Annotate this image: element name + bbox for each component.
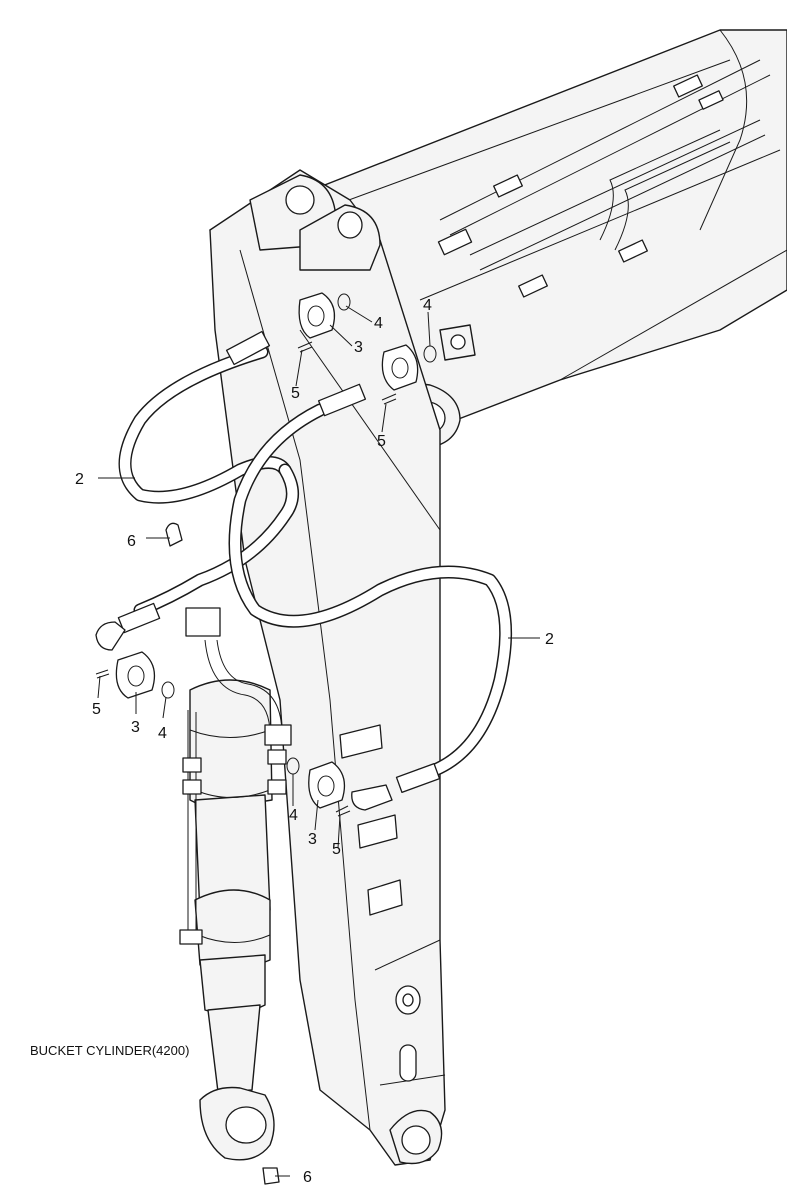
callouts: 2 2 3 3 3 4 4 4 4 5 5 5 5 6 6	[75, 297, 554, 1186]
callout-5-left: 5	[92, 701, 101, 718]
callout-4-mid: 4	[289, 807, 298, 824]
leader-lines	[97, 305, 540, 1177]
flange-top-b	[381, 344, 419, 391]
callout-5-top-a: 5	[291, 385, 300, 402]
bucket-cylinder	[179, 607, 292, 1185]
callout-5-top-b: 5	[377, 433, 386, 450]
callout-3-bottom: 3	[308, 831, 317, 848]
o-ring-top-a	[337, 293, 351, 311]
callout-3-top: 3	[354, 339, 363, 356]
callout-2-right: 2	[545, 631, 554, 648]
diagram-caption: BUCKET CYLINDER(4200)	[30, 1043, 189, 1058]
callout-4-top-b: 4	[423, 297, 432, 314]
callout-4-top-a: 4	[374, 315, 383, 332]
hose-right	[228, 383, 513, 811]
hose-left	[95, 330, 299, 651]
flange-top-a	[298, 292, 336, 339]
o-ring-left	[161, 681, 175, 699]
flange-left	[115, 651, 156, 699]
callout-6-top: 6	[127, 533, 136, 550]
callout-3-left: 3	[131, 719, 140, 736]
callout-4-left: 4	[158, 725, 167, 742]
arm	[209, 169, 446, 1166]
callout-5-bottom: 5	[332, 841, 341, 858]
flange-bottom	[308, 761, 346, 809]
callout-2-left: 2	[75, 471, 84, 488]
callout-6-bottom: 6	[303, 1169, 312, 1186]
grease-fitting-top	[165, 522, 183, 547]
